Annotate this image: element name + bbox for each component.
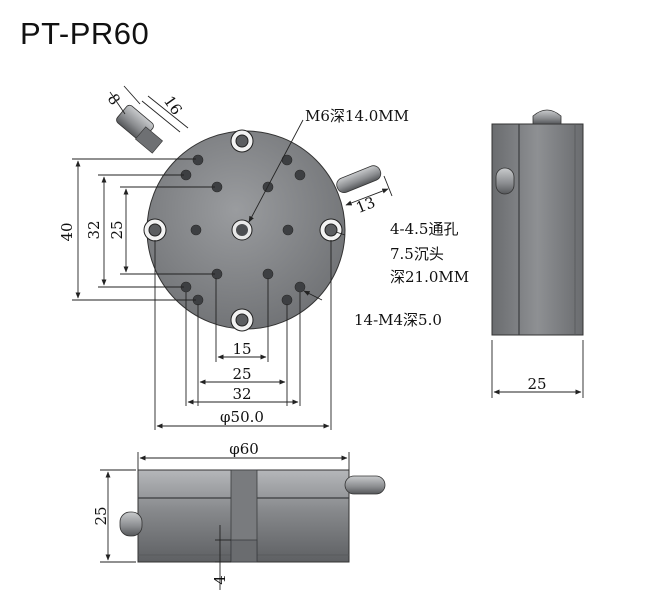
side-pin xyxy=(336,165,382,194)
dim-32-horizontal: 32 xyxy=(232,385,251,403)
dim-40: 40 xyxy=(58,222,76,241)
note-hole-line2: 7.5沉头 xyxy=(390,245,444,263)
dim-phi-60: φ60 xyxy=(229,440,259,458)
m6-leader xyxy=(248,119,304,223)
note-hole-line3: 深21.0MM xyxy=(390,268,469,286)
dim-knob-8: 8 xyxy=(104,90,124,108)
counterbore-holes xyxy=(143,129,343,332)
dim-front-25: 25 xyxy=(92,506,110,525)
knob xyxy=(116,104,163,154)
dim-25-vertical: 25 xyxy=(108,220,126,239)
knob-dimensions xyxy=(109,85,189,133)
dim-side-25: 25 xyxy=(527,375,546,393)
page-title: PT-PR60 xyxy=(20,16,150,51)
dim-phi-50: φ50.0 xyxy=(220,408,264,426)
note-m4: 14-M4深5.0 xyxy=(354,311,442,329)
note-hole-line1: 4-4.5通孔 xyxy=(390,220,458,238)
center-m6-hole xyxy=(231,219,253,241)
dim-25-horizontal: 25 xyxy=(232,365,251,383)
dim-knob-16: 16 xyxy=(160,92,186,118)
vertical-dimensions xyxy=(72,158,215,301)
hole-leader xyxy=(335,231,346,236)
dim-pin-13: 13 xyxy=(353,193,377,217)
m4-holes xyxy=(180,154,306,306)
dim-slot-4: 4 xyxy=(211,575,229,585)
note-m6: M6深14.0MM xyxy=(305,107,409,125)
dim-15: 15 xyxy=(232,340,251,358)
side-view: 25 xyxy=(491,109,584,398)
pin-dimension xyxy=(345,175,393,206)
top-view: 40 32 25 15 25 32 φ50.0 8 xyxy=(58,85,469,430)
horizontal-dimensions xyxy=(154,240,332,430)
m4-leader xyxy=(303,290,323,301)
dim-32-vertical: 32 xyxy=(85,220,103,239)
front-view: φ60 25 4 xyxy=(92,440,386,590)
